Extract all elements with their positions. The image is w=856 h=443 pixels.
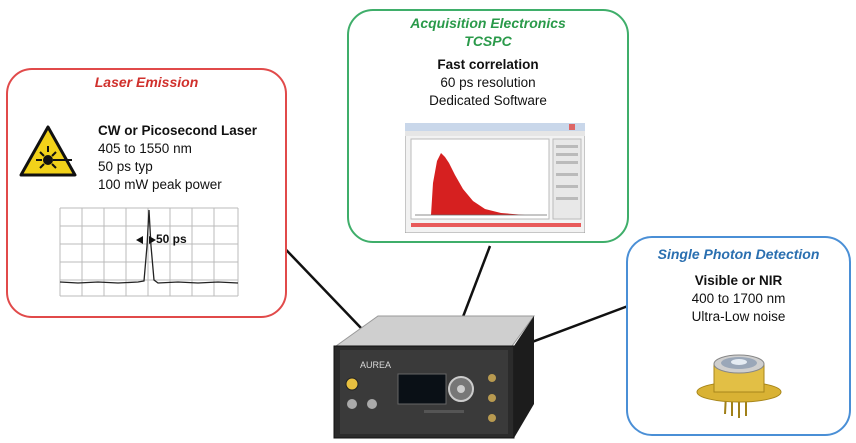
detection-range: 400 to 1700 nm <box>691 291 786 306</box>
laser-wavelength: 405 to 1550 nm <box>98 141 192 156</box>
pulse-oscilloscope <box>59 207 239 297</box>
detection-title: Single Photon Detection <box>657 246 820 262</box>
detection-heading: Visible or NIR <box>694 273 783 288</box>
acquisition-heading: Fast correlation <box>437 57 539 72</box>
pulse-width-label: 50 ps <box>156 232 187 246</box>
single-photon-detection-box: Single Photon Detection Visible or NIR 4… <box>626 236 851 436</box>
tcspc-device: AUREA <box>333 315 535 439</box>
laser-power: 100 mW peak power <box>98 177 222 192</box>
device-brand: AUREA <box>360 360 391 370</box>
detection-noise: Ultra-Low noise <box>691 309 786 324</box>
pulse-width-arrows <box>136 236 156 244</box>
acquisition-software: Dedicated Software <box>429 93 547 108</box>
photodiode-icon <box>696 354 782 418</box>
acquisition-electronics-box: Acquisition Electronics TCSPC Fast corre… <box>347 9 629 243</box>
laser-title: Laser Emission <box>94 74 199 90</box>
acquisition-resolution: 60 ps resolution <box>440 75 536 90</box>
acquisition-title: Acquisition Electronics <box>410 15 566 31</box>
laser-pulse: 50 ps typ <box>98 159 153 174</box>
acquisition-subtitle: TCSPC <box>464 33 512 49</box>
software-screenshot <box>405 123 585 233</box>
laser-warning-icon <box>19 125 77 177</box>
laser-emission-box: Laser Emission CW or Picosecond Laser 40… <box>6 68 287 318</box>
laser-heading: CW or Picosecond Laser <box>98 123 258 138</box>
